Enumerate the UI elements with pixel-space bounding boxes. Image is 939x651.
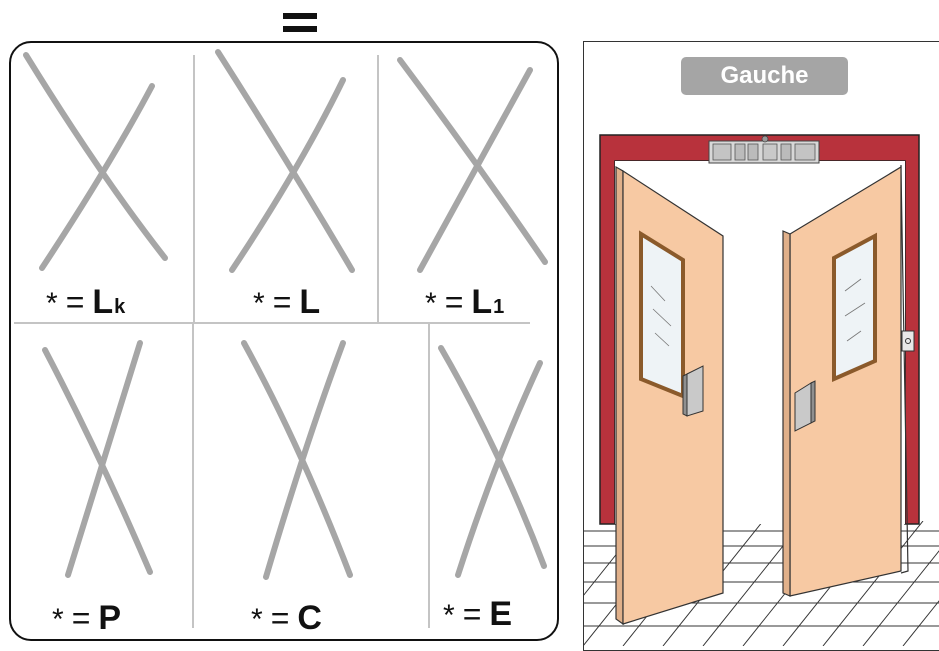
cross-mark-p [42, 340, 153, 578]
side-badge-gauche: Gauche [681, 57, 848, 95]
cross-mark-l [215, 49, 355, 273]
template-panel [9, 41, 559, 641]
label-star: * [253, 287, 265, 320]
right-door-leaf [782, 165, 909, 597]
equals-sign-icon [283, 13, 317, 35]
label-symbol: C [297, 599, 322, 637]
label-star: * [443, 599, 455, 632]
cross-mark-c [241, 340, 353, 580]
cross-mark-e [438, 345, 547, 578]
label-equals: = [272, 284, 292, 320]
label-star: * [251, 603, 263, 636]
cross-mark-l1 [397, 57, 548, 273]
label-l: *=L [253, 285, 321, 319]
label-equals: = [65, 284, 85, 320]
label-equals: = [71, 600, 91, 636]
label-c: *=C [251, 601, 323, 635]
label-star: * [425, 287, 437, 320]
label-equals: = [270, 600, 290, 636]
left-door-handle [686, 365, 704, 417]
label-e: *=E [443, 597, 513, 631]
door-closer-icon [708, 135, 820, 164]
label-p: *=P [52, 601, 122, 635]
left-door-leaf [615, 165, 724, 626]
label-equals: = [444, 284, 464, 320]
wall-switch-icon [901, 330, 915, 352]
label-subscript: 1 [493, 296, 505, 318]
cross-mark-lk [23, 52, 168, 271]
label-symbol: L [471, 283, 493, 321]
label-symbol: L [299, 283, 321, 321]
label-l1: *=L1 [425, 285, 504, 319]
label-star: * [52, 603, 64, 636]
template-grid [14, 49, 548, 628]
equals-bar-bottom [283, 26, 317, 32]
label-star: * [46, 287, 58, 320]
right-door-window [832, 232, 877, 383]
label-symbol: P [98, 599, 122, 637]
label-lk: *=Lk [46, 285, 125, 319]
label-subscript: k [114, 296, 126, 318]
equals-bar-top [283, 13, 317, 19]
label-symbol: L [92, 283, 114, 321]
label-symbol: E [489, 595, 513, 633]
left-door-window [639, 230, 685, 399]
label-equals: = [462, 596, 482, 632]
double-door-illustration [583, 134, 939, 646]
